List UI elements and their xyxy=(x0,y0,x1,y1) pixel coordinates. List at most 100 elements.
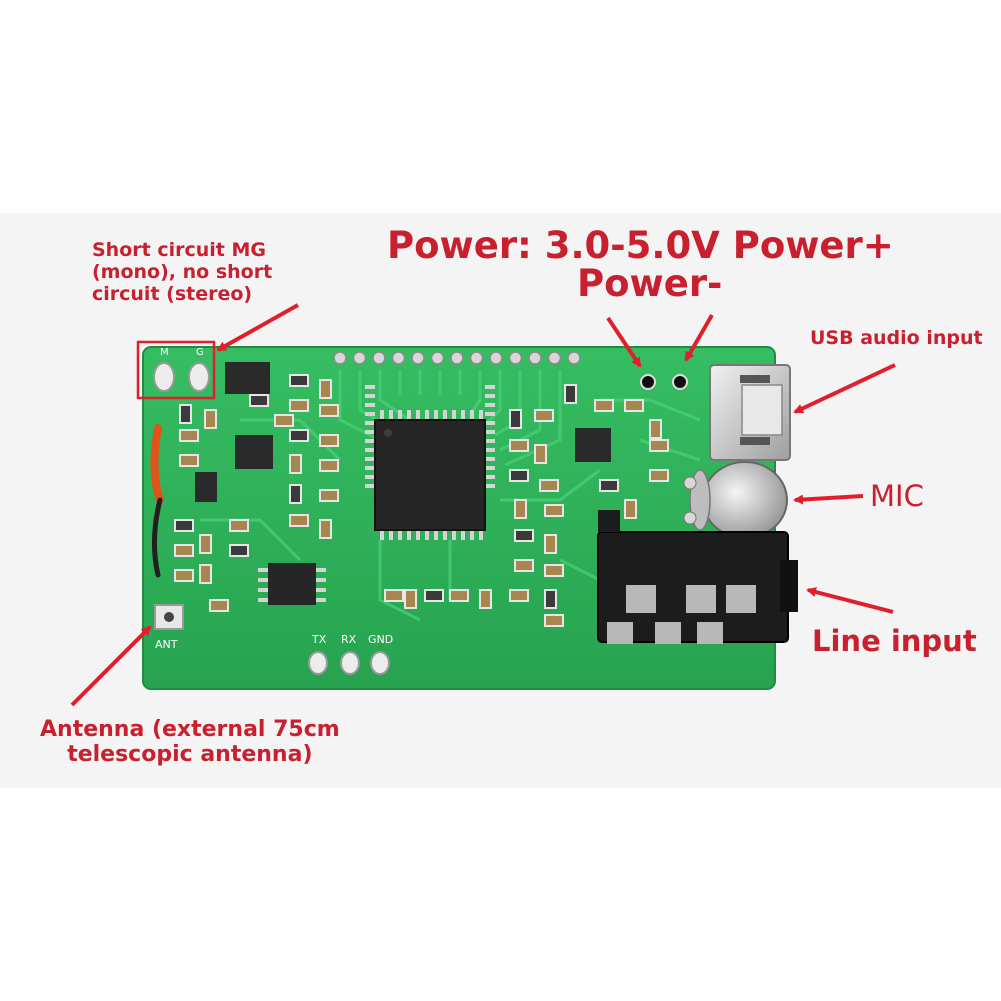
smd-part xyxy=(229,519,249,532)
label-short-circuit-line1: Short circuit MG xyxy=(92,239,266,261)
silk-gnd: GND xyxy=(368,633,393,646)
smd-part xyxy=(289,399,309,412)
arrow-mono-stereo xyxy=(216,303,299,352)
label-short-circuit: Short circuit MG (mono), no short circui… xyxy=(92,239,273,306)
smd-part xyxy=(424,589,444,602)
smd-part xyxy=(289,454,302,474)
smd-part xyxy=(594,399,614,412)
arrow-line-input xyxy=(806,587,894,614)
smd-part xyxy=(179,404,192,424)
header-pin xyxy=(430,351,445,365)
header-pin xyxy=(528,351,542,365)
smd-part xyxy=(289,514,309,527)
smd-part xyxy=(534,444,547,464)
arrow-power-plus xyxy=(606,316,642,368)
smd-part xyxy=(289,429,309,442)
smd-part xyxy=(199,564,212,584)
smd-part xyxy=(514,529,534,542)
silk-rx: RX xyxy=(341,633,357,646)
smd-part xyxy=(649,419,662,439)
smd-part xyxy=(174,569,194,582)
smd-part xyxy=(544,504,564,517)
header-pin xyxy=(489,351,503,365)
header-pin xyxy=(508,351,523,365)
smd-part xyxy=(289,484,302,504)
smd-part xyxy=(544,564,564,577)
header-pin xyxy=(372,351,386,365)
smd-part xyxy=(544,534,557,554)
arrow-antenna xyxy=(70,625,152,707)
smd-part xyxy=(229,544,249,557)
smd-part xyxy=(649,469,669,482)
smd-part xyxy=(319,434,339,447)
smd-part xyxy=(319,519,332,539)
smd-part xyxy=(599,479,619,492)
smd-part xyxy=(174,519,194,532)
pad-label-m: M xyxy=(160,347,169,358)
smd-part xyxy=(204,409,217,429)
label-power-minus: Power- xyxy=(577,262,723,305)
smd-part xyxy=(199,534,212,554)
smd-part xyxy=(404,589,417,609)
arrow-mic xyxy=(793,494,864,505)
smd-part xyxy=(319,459,339,472)
smd-part xyxy=(319,404,339,417)
pad-label-g: G xyxy=(196,347,204,358)
microphone-capsule xyxy=(683,461,788,539)
audio-jack xyxy=(597,510,798,644)
power-pads xyxy=(640,374,688,390)
label-antenna: Antenna (external 75cm telescopic antenn… xyxy=(40,717,340,768)
header-pins xyxy=(333,351,581,365)
annotation-arrows xyxy=(70,303,896,707)
smd-part xyxy=(649,439,669,452)
smd-part xyxy=(624,399,644,412)
header-pin xyxy=(352,351,367,365)
header-pin xyxy=(450,351,464,365)
smd-part xyxy=(249,394,269,407)
smd-part xyxy=(319,489,339,502)
label-mic: MIC xyxy=(870,479,924,513)
header-pin xyxy=(411,351,425,365)
main-qfp-chip xyxy=(365,385,495,540)
antenna-pad: ANT xyxy=(154,604,184,651)
smd-part xyxy=(544,589,557,609)
label-short-circuit-line2: (mono), no short xyxy=(92,260,273,283)
header-pin xyxy=(333,351,347,365)
header-pin xyxy=(567,351,581,365)
smd-part xyxy=(534,409,554,422)
label-line-input: Line input xyxy=(812,624,977,658)
label-usb-audio-input: USB audio input xyxy=(810,327,983,349)
smd-part xyxy=(509,469,529,482)
smd-part xyxy=(449,589,469,602)
label-short-circuit-line3: circuit (stereo) xyxy=(92,282,253,305)
mono-stereo-pads: M G xyxy=(136,340,216,400)
header-pin xyxy=(469,351,484,365)
arrow-power-minus xyxy=(684,313,714,362)
smd-part xyxy=(509,589,529,602)
smd-part xyxy=(624,499,637,519)
uart-pads: TX RX GND xyxy=(308,633,393,675)
antenna-jumper-wire xyxy=(150,424,164,578)
smd-part xyxy=(564,384,577,404)
smd-part xyxy=(384,589,404,602)
smd-part xyxy=(514,499,527,519)
smd-part xyxy=(514,559,534,572)
small-ic-chips xyxy=(195,362,611,605)
label-antenna-line2: telescopic antenna) xyxy=(67,742,313,768)
smd-part xyxy=(209,599,229,612)
micro-usb-connector xyxy=(709,364,791,461)
smd-part xyxy=(179,454,199,467)
smd-part xyxy=(174,544,194,557)
label-antenna-line1: Antenna (external 75cm xyxy=(40,717,340,742)
header-pin xyxy=(547,351,562,365)
smd-part xyxy=(479,589,492,609)
smd-part xyxy=(274,414,294,427)
smd-part xyxy=(289,374,309,387)
silk-tx: TX xyxy=(311,633,327,646)
silk-ant: ANT xyxy=(155,638,178,651)
passive-components xyxy=(174,374,669,627)
smd-part xyxy=(509,409,522,429)
label-power-plus: Power: 3.0-5.0V Power+ xyxy=(387,224,894,267)
